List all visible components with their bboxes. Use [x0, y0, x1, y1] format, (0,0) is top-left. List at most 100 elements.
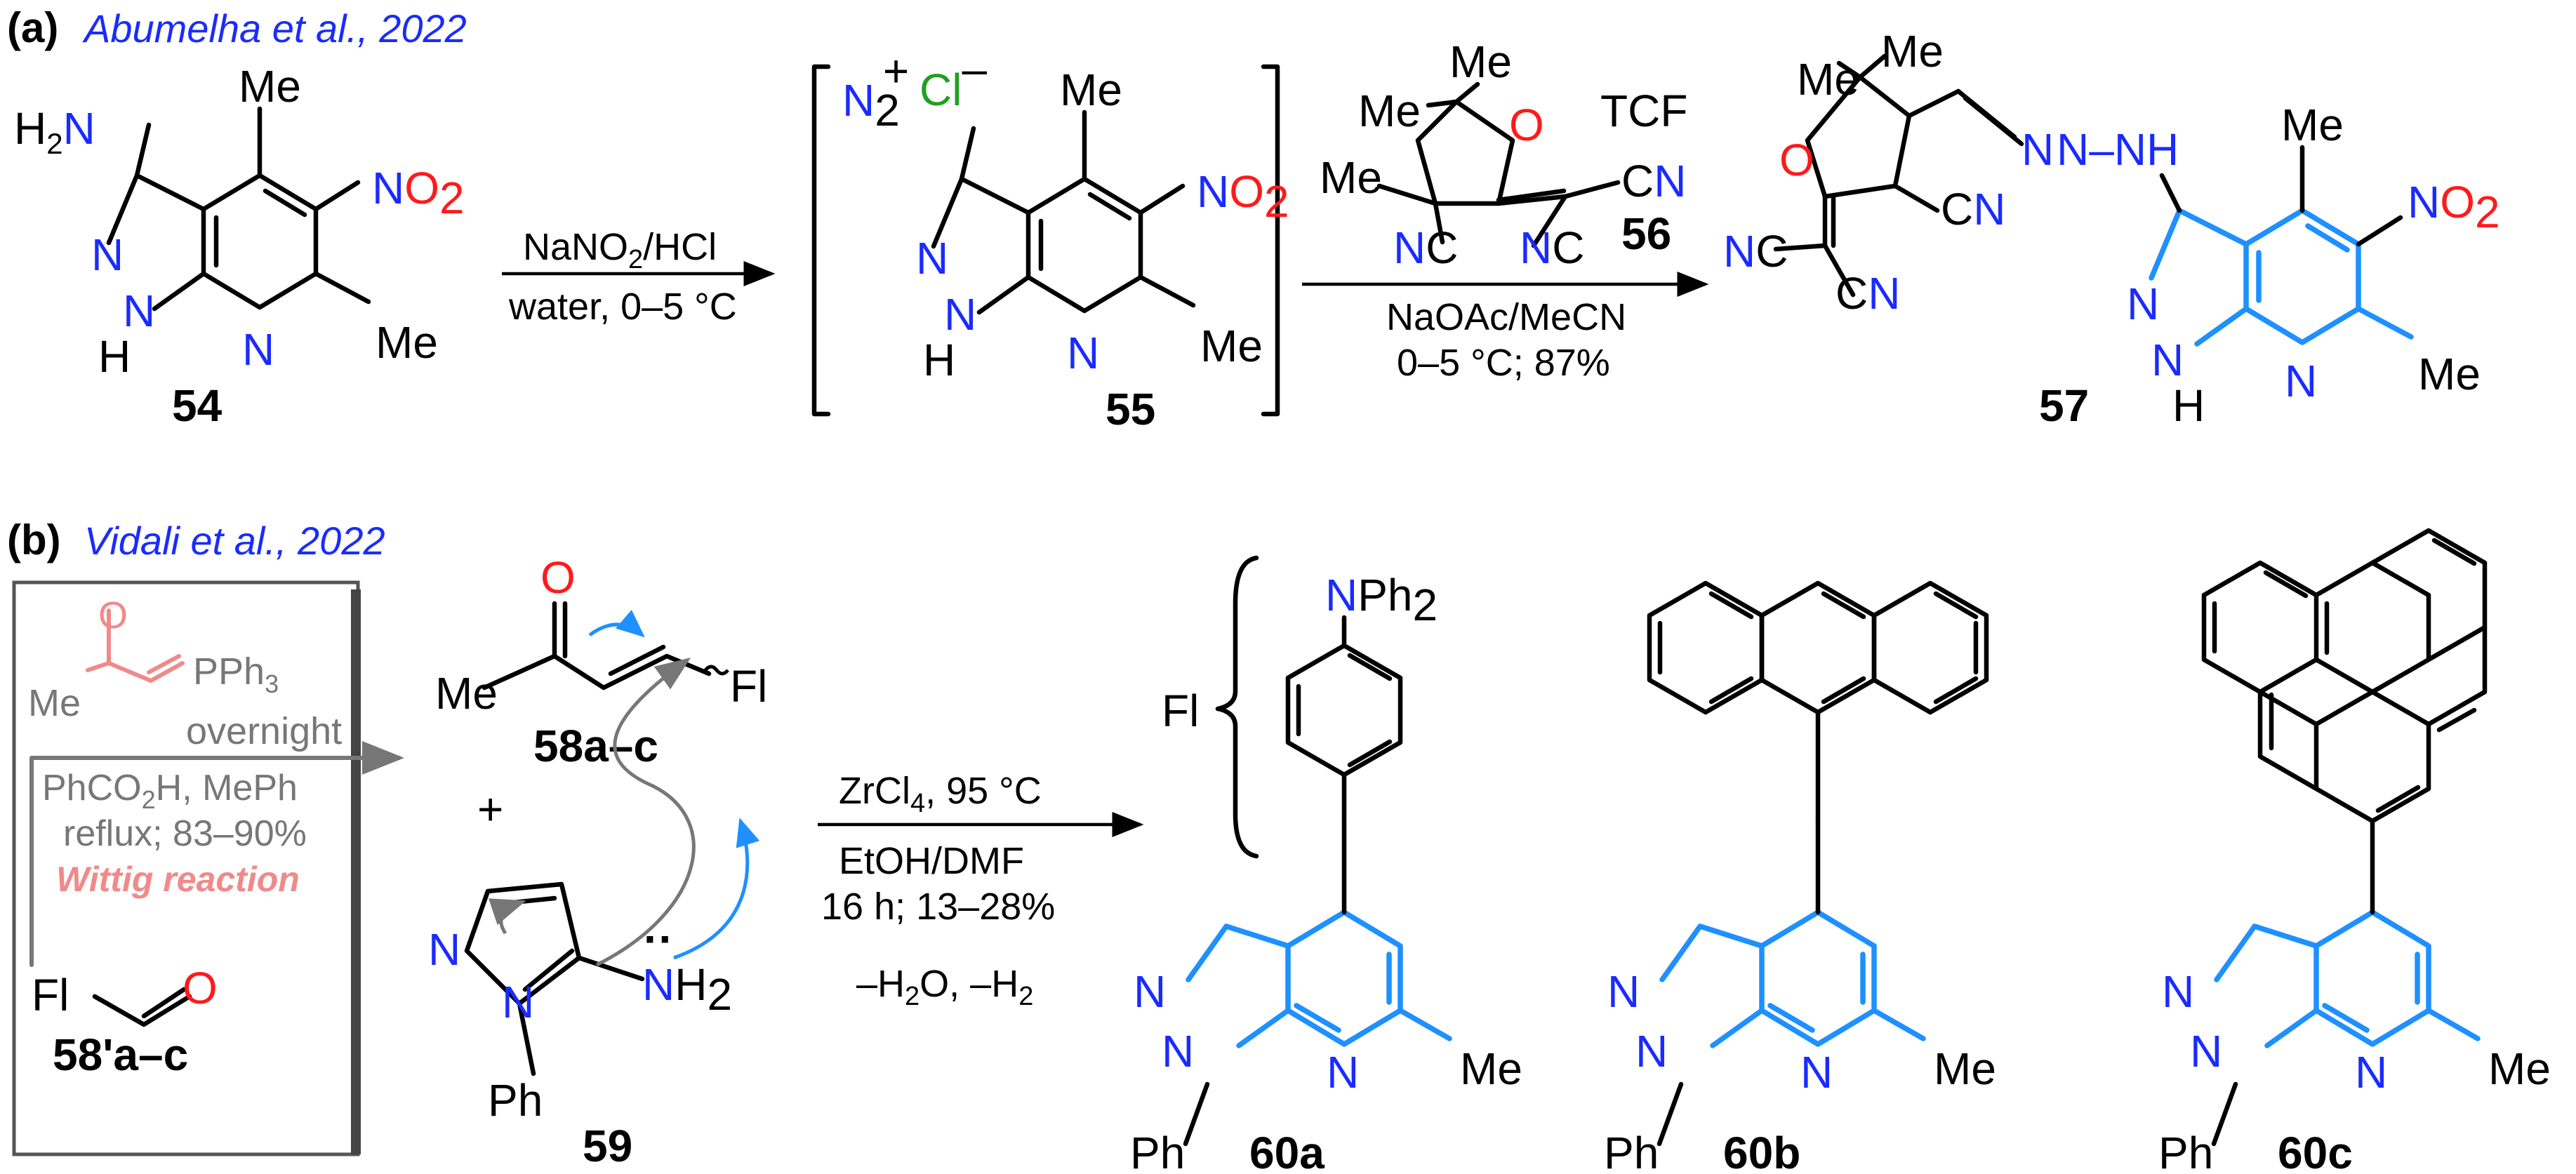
c54-ring-nh: N	[123, 286, 155, 336]
compound-58: O Me Fl 58a–c +	[435, 552, 767, 834]
c60b-me: Me	[1934, 1043, 1996, 1094]
c59-lone-pair: ··	[644, 914, 674, 964]
c55-chloride: Cl–	[919, 44, 987, 115]
c54-number: 54	[172, 380, 223, 431]
c60c-n3: N	[2355, 1047, 2387, 1098]
plus-sign: +	[477, 784, 503, 834]
c54-nh2-h: H2N	[14, 103, 95, 160]
c55-me1: Me	[1060, 65, 1122, 115]
c55-ring-n1: N	[916, 233, 948, 284]
c56-me-a: Me	[1358, 86, 1421, 136]
compound-54: H2N Me NO2 N N H N Me 54	[14, 61, 465, 431]
c57-oxygen: O	[1779, 135, 1814, 185]
c60a-me: Me	[1460, 1043, 1522, 1094]
product-60b: N N N Me Ph 60b	[1604, 580, 1996, 1174]
c54-nitro: NO2	[372, 163, 465, 223]
c57-number: 57	[2039, 380, 2089, 431]
bracket-left	[811, 64, 831, 417]
c55-ring-n2: N	[1067, 328, 1099, 378]
c60b-n1: N	[1607, 966, 1640, 1017]
c57-nnh: N–NH	[2057, 124, 2179, 175]
c56-nc-1: NC	[1393, 222, 1458, 273]
c60a-n2: N	[1162, 1026, 1194, 1076]
c60c-number: 60c	[2278, 1128, 2353, 1174]
box-oxygen: O	[98, 594, 128, 636]
c59-n2: N	[502, 977, 534, 1027]
c57-me2: Me	[2418, 349, 2481, 399]
compound-59: N N NH2 ·· Ph 59	[428, 658, 760, 1171]
c60b-ph: Ph	[1604, 1128, 1659, 1174]
c54-me2: Me	[376, 317, 438, 368]
box-wittig-label: Wittig reaction	[56, 860, 300, 899]
step-b-time-yield: 16 h; 13–28%	[821, 886, 1055, 928]
c56-nc-2: NC	[1520, 222, 1584, 273]
c57-cn-1: CN	[1835, 268, 1900, 319]
c57-me1: Me	[2281, 100, 2344, 150]
step-a2-reagent: NaOAc/MeCN	[1386, 296, 1626, 338]
c58-number: 58a–c	[533, 721, 658, 771]
fl-definition: Fl NPh2	[1162, 555, 1438, 859]
c56-number: 56	[1621, 208, 1671, 259]
c54-h: H	[98, 331, 131, 382]
panel-b-citation: Vidali et al., 2022	[84, 519, 385, 563]
product-60a: N N N Me Ph 60a	[1130, 821, 1522, 1174]
c60b-number: 60b	[1723, 1128, 1800, 1174]
c54-ring-n1: N	[91, 229, 124, 280]
c57-ring-n2: N	[2285, 356, 2317, 406]
box-cond1: PhCO2H, MePh	[42, 768, 298, 814]
step-a1: NaNO2/HCl water, 0–5 °C	[502, 226, 776, 328]
c57-ring-n1: N	[2127, 279, 2159, 329]
step-a2: NaOAc/MeCN 0–5 °C; 87%	[1302, 272, 1709, 384]
c57-h: H	[2172, 380, 2205, 431]
c57-me-b: Me	[1881, 26, 1944, 76]
c58-me: Me	[435, 668, 498, 719]
panel-b: (b) Vidali et al., 2022 O PPh3 Me overni…	[7, 516, 2551, 1174]
box-overnight: overnight	[186, 710, 342, 752]
c55-h: H	[923, 335, 955, 385]
c57-me-a: Me	[1797, 54, 1859, 105]
c57-azo-n: N	[2021, 124, 2054, 175]
c56-tcf-label: TCF	[1600, 86, 1687, 136]
c59-n1: N	[428, 924, 460, 975]
c56-me-b: Me	[1449, 36, 1512, 87]
fl-label: Fl	[1162, 686, 1199, 736]
c59-nh2: NH2	[642, 959, 732, 1020]
box-oxygen-2: O	[182, 963, 218, 1013]
c59-ph: Ph	[488, 1075, 543, 1126]
step-b-byproducts: –H2O, –H2	[856, 963, 1033, 1011]
c59-number: 59	[583, 1121, 632, 1171]
c60c-ph: Ph	[2158, 1128, 2213, 1174]
c60a-n3: N	[1327, 1047, 1359, 1098]
panel-a-label: (a)	[7, 4, 58, 51]
step-a1-conditions: water, 0–5 °C	[508, 286, 737, 328]
wittig-box: O PPh3 Me overnight PhCO2H, MePh reflux;…	[12, 580, 404, 1156]
panel-b-label: (b)	[7, 516, 61, 563]
step-b-reagent: ZrCl4, 95 °C	[839, 770, 1042, 818]
c60b-n3: N	[1800, 1047, 1833, 1098]
c60c-n2: N	[2190, 1026, 2222, 1076]
c57-cn-2: CN	[1941, 184, 2005, 234]
c57-ring-nh: N	[2151, 335, 2184, 385]
compound-57: Me Me O NC CN CN N N–NH Me NO2 N N H N M…	[1723, 26, 2500, 431]
c60a-n1: N	[1134, 966, 1166, 1017]
c60a-ph: Ph	[1130, 1128, 1185, 1174]
box-cond2: reflux; 83–90%	[63, 813, 307, 854]
c58-oxygen: O	[540, 552, 576, 603]
c56-oxygen: O	[1509, 100, 1544, 150]
product-60c: N N N Me Ph 60c	[2158, 528, 2551, 1174]
step-a1-reagent: NaNO2/HCl	[523, 226, 717, 274]
step-b: ZrCl4, 95 °C EtOH/DMF 16 h; 13–28% –H2O,…	[818, 770, 1144, 1011]
panel-a-citation: Abumelha et al., 2022	[82, 6, 467, 51]
reagent-56-tcf: Me Me Me O TCF CN NC NC 56	[1320, 36, 1687, 273]
step-a2-conditions: 0–5 °C; 87%	[1397, 342, 1610, 384]
c57-nc: NC	[1723, 226, 1788, 276]
c56-cn-1: CN	[1621, 156, 1686, 206]
c60c-n1: N	[2162, 966, 2194, 1017]
compound-55: N2+ Cl– Me NO2 N N H N Me 55	[811, 44, 1289, 434]
c58p-number: 58'a–c	[53, 1029, 188, 1080]
c55-ring-nh: N	[944, 289, 976, 340]
box-fl: Fl	[32, 970, 69, 1020]
box-me: Me	[28, 682, 81, 724]
c57-nitro: NO2	[2408, 177, 2500, 237]
